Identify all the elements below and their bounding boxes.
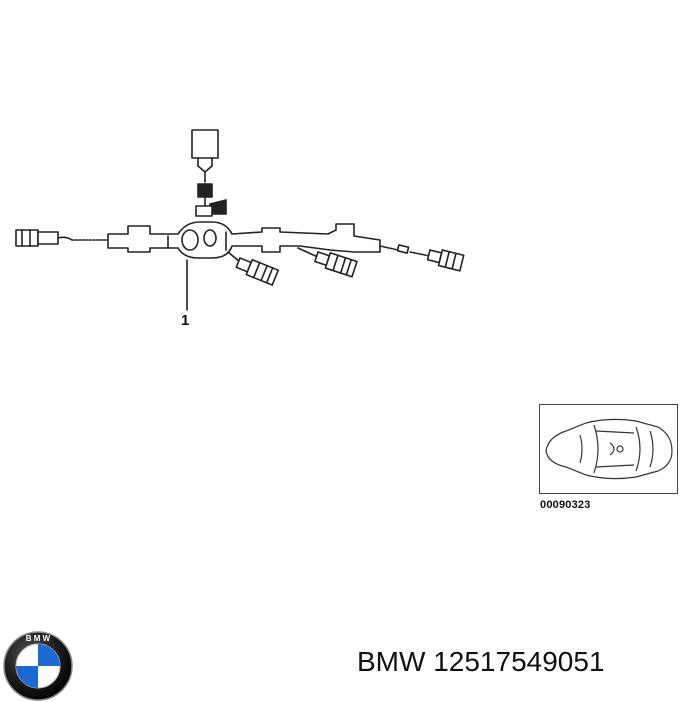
car-locator-thumbnail: [539, 404, 678, 494]
car-top-view-icon: [545, 418, 673, 480]
callout-number: 1: [181, 312, 190, 329]
part-number-label: BMW 12517549051: [357, 646, 605, 678]
thumbnail-code: 00090323: [540, 499, 591, 511]
part-number-text: 12517549051: [433, 646, 605, 677]
svg-text:B M W: B M W: [26, 634, 51, 643]
bmw-roundel-icon: B M W: [3, 631, 73, 701]
wiring-harness-icon: [15, 129, 465, 311]
brand-text: BMW: [357, 646, 426, 677]
